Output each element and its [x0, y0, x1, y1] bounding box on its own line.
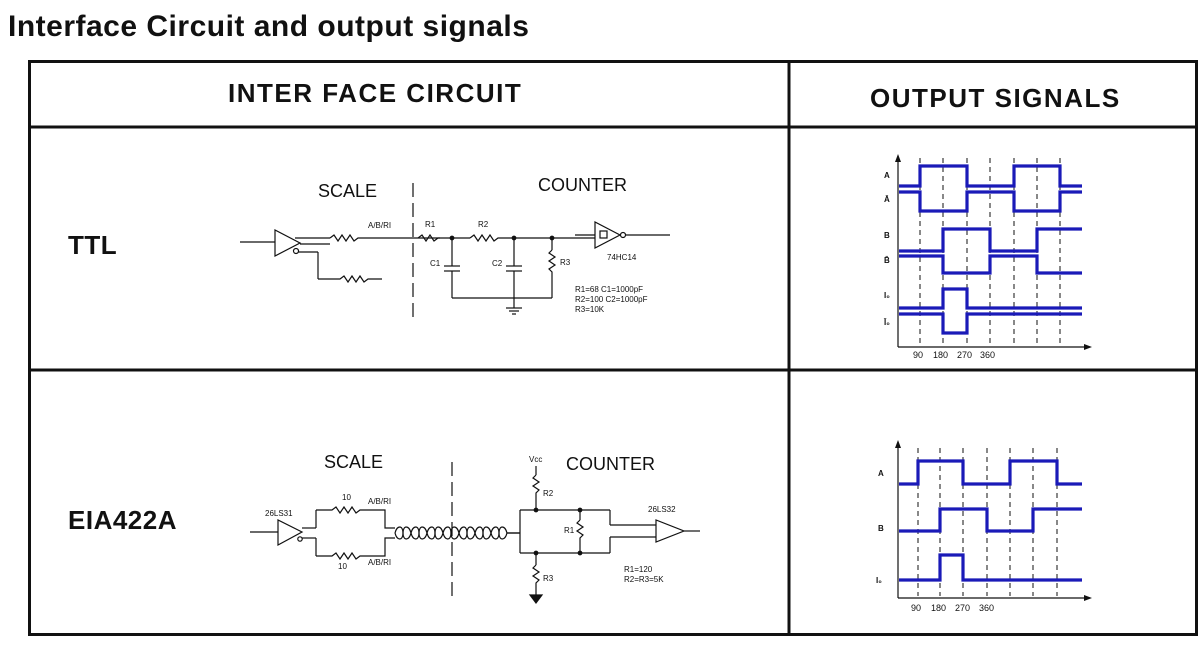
ttl-signal-label-index: I₀ [884, 291, 890, 300]
ttl-c2-label: C2 [492, 259, 503, 268]
ttl-resistor-b [318, 274, 382, 284]
ttl-r1 [417, 233, 452, 243]
interface-circuit-header: INTER FACE CIRCUIT [228, 78, 523, 108]
ttl-signal-index-bar [899, 312, 1082, 335]
ttl-r2-label: R2 [478, 220, 489, 229]
ttl-angle-180: 180 [933, 350, 948, 360]
ttl-signal-label-b-bar: B̄ [884, 256, 890, 265]
eia-driver-label: 26LS31 [265, 509, 293, 518]
eia422a-row-label: EIA422A [68, 505, 177, 535]
eia-angle-180: 180 [931, 603, 946, 613]
ttl-value-1: R1=68 C1=1000pF [575, 285, 643, 294]
ttl-signal-label-index-bar: Ī₀ [883, 318, 890, 327]
ttl-r3-label: R3 [560, 258, 571, 267]
eia-angle-360: 360 [979, 603, 994, 613]
eia-bottom-resistor [316, 537, 395, 561]
ttl-signal-a [899, 164, 1082, 188]
eia-r3-label: R3 [543, 574, 554, 583]
ttl-signal-label-a: A [884, 171, 890, 180]
eia-receiver-label: 26LS32 [648, 505, 676, 514]
eia-r2-label: R2 [543, 489, 554, 498]
eia-signal-label-a: A [878, 469, 884, 478]
ttl-driver-bubble [292, 247, 300, 255]
eia-signal-b [899, 507, 1082, 533]
ttl-signal-y-arrow [895, 154, 901, 162]
eia-node [577, 550, 583, 556]
eia-angle-270: 270 [955, 603, 970, 613]
eia-top-resistor [316, 505, 395, 529]
ttl-value-2: R2=100 C2=1000pF [575, 295, 648, 304]
eia-signal-label-b: B [878, 524, 884, 533]
ttl-c1-label: C1 [430, 259, 441, 268]
ttl-angle-90: 90 [913, 350, 923, 360]
eia-signal-index [899, 553, 1082, 582]
ttl-signal-b-bar [899, 254, 1082, 275]
eia-r1-label: R1 [564, 526, 575, 535]
eia-node [577, 507, 583, 513]
eia-signal-a [899, 459, 1082, 486]
eia-value-2: R2=R3=5K [624, 575, 664, 584]
eia-signal-label-index: I₀ [876, 576, 882, 585]
eia-ground [528, 594, 544, 604]
eia-node [533, 550, 539, 556]
eia-value-1: R1=120 [624, 565, 653, 574]
ttl-resistor-a [329, 233, 440, 243]
eia-top-value: 10 [342, 493, 351, 502]
ttl-signal-label-b: B [884, 231, 890, 240]
ttl-counter-label: COUNTER [538, 175, 627, 195]
eia-counter-label: COUNTER [566, 454, 655, 474]
ttl-angle-360: 360 [980, 350, 995, 360]
ttl-schmitt-symbol [599, 230, 608, 239]
eia-twisted-pair-return [394, 526, 520, 540]
eia-r3 [531, 564, 541, 595]
ttl-signal-index [899, 287, 1082, 310]
eia-signal-y-arrow [895, 440, 901, 448]
ttl-angle-270: 270 [957, 350, 972, 360]
ttl-signal-label-a-bar: Ā [884, 195, 890, 204]
ttl-signal-a-bar [899, 190, 1082, 213]
eia-node [533, 507, 539, 513]
ttl-r2 [469, 233, 514, 243]
ttl-ic-label: 74HC14 [607, 253, 637, 262]
ttl-line-driver [274, 229, 302, 257]
eia-scale-label: SCALE [324, 452, 383, 472]
page-title: Interface Circuit and output signals [8, 10, 530, 43]
ttl-r1-label: R1 [425, 220, 436, 229]
interface-table [28, 60, 1198, 636]
eia-driver-bubble [297, 536, 303, 542]
output-signals-header: OUTPUT SIGNALS [870, 83, 1121, 113]
ttl-value-3: R3=10K [575, 305, 605, 314]
ttl-input-label: A/B/RI [368, 221, 391, 230]
ttl-signal-b [899, 227, 1082, 253]
ttl-signal-x-arrow [1084, 344, 1092, 350]
eia-line-driver [277, 519, 304, 547]
ttl-scale-label: SCALE [318, 181, 377, 201]
eia-r2 [531, 474, 541, 510]
eia-bottom-input-label: A/B/RI [368, 558, 391, 567]
ttl-row-label: TTL [68, 230, 118, 260]
eia-top-input-label: A/B/RI [368, 497, 391, 506]
ttl-inverter-bubble [619, 231, 627, 239]
eia-r1 [575, 519, 585, 553]
eia-bottom-value: 10 [338, 562, 347, 571]
eia-line-receiver [655, 519, 686, 543]
eia-signal-x-arrow [1084, 595, 1092, 601]
ttl-r3 [547, 249, 557, 298]
eia-vcc-label: Vcc [529, 455, 542, 464]
eia-angle-90: 90 [911, 603, 921, 613]
